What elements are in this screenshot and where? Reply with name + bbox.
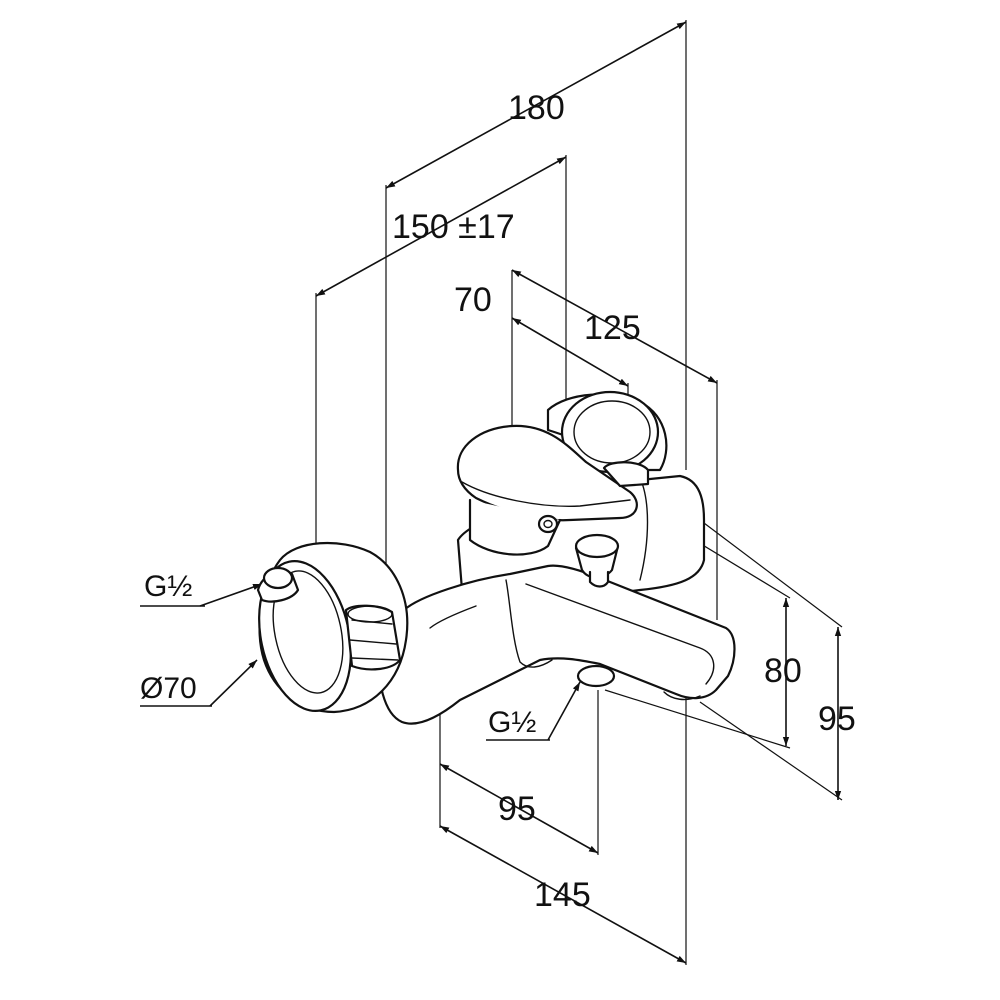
dim-line-total-depth: [439, 825, 687, 964]
label-total-depth: 145: [534, 876, 591, 914]
leader-inlet-thread: [199, 583, 263, 607]
label-wall-centers: 150 ±17: [392, 208, 515, 246]
label-overall-width: 180: [508, 89, 565, 127]
label-total-height: 95: [818, 700, 856, 738]
label-body-height: 80: [764, 652, 802, 690]
leader-outlet-thread: [547, 681, 581, 741]
label-inlet-thread: G½: [144, 570, 192, 603]
spout: [377, 564, 736, 725]
label-flange-diameter: Ø70: [140, 672, 197, 705]
label-outlet-thread: G½: [488, 706, 536, 739]
connection-nut: [344, 604, 402, 671]
dim-line-spout-offset: [511, 269, 718, 384]
dimension-lines: [140, 21, 842, 964]
faucet-illustration: [256, 390, 736, 725]
rear-flange: [546, 390, 668, 474]
label-lever-offset: 70: [454, 281, 492, 319]
leader-flange-diameter: [209, 659, 258, 707]
label-spout-offset: 125: [584, 309, 641, 347]
lever-handle: [456, 424, 650, 556]
diverter-knob: [574, 533, 620, 588]
dimension-labels: 180 150 ±17 70 125 80 95 95 145 G½ Ø70 G…: [140, 89, 856, 914]
dim-line-wall-centers: [315, 156, 567, 297]
label-spout-depth: 95: [498, 790, 536, 828]
